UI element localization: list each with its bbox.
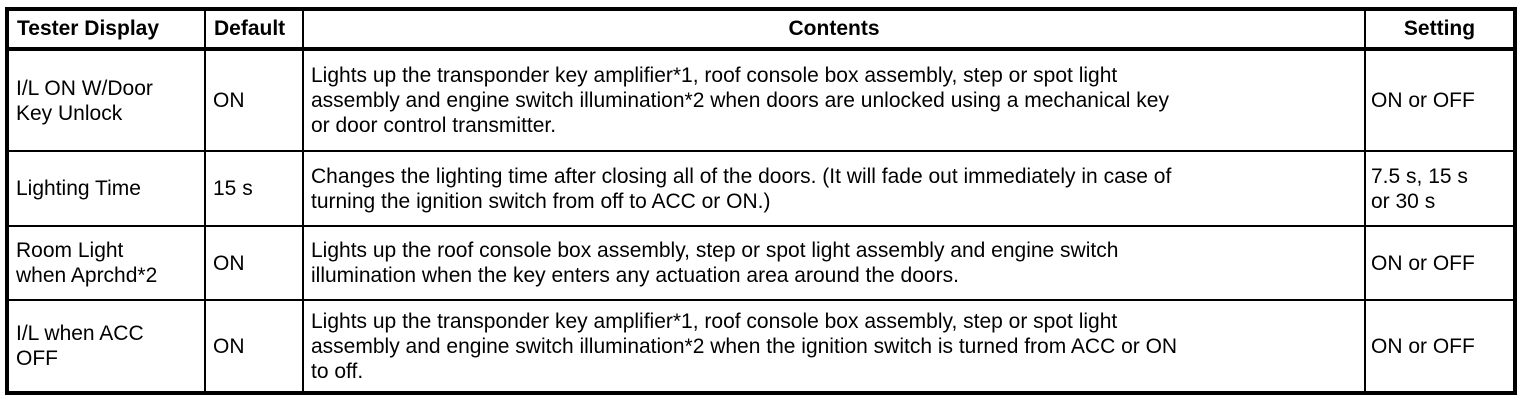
table-row: I/L when ACC OFF ON Lights up the transp…	[6, 299, 1516, 394]
cell-tester-display: Lighting Time	[6, 150, 206, 227]
table-row: Room Light when Aprchd*2 ON Lights up th…	[6, 225, 1516, 301]
table-row: Lighting Time 15 s Changes the lighting …	[6, 150, 1516, 227]
cell-contents: Lights up the transponder key amplifier*…	[302, 299, 1366, 394]
header-default: Default	[204, 8, 304, 51]
header-tester-display: Tester Display	[6, 8, 206, 51]
table-row: I/L ON W/Door Key Unlock ON Lights up th…	[6, 48, 1516, 152]
cell-contents: Lights up the transponder key amplifier*…	[302, 48, 1366, 152]
cell-tester-display: I/L ON W/Door Key Unlock	[6, 48, 206, 152]
cell-setting: ON or OFF	[1364, 48, 1516, 152]
cell-default: ON	[204, 48, 304, 152]
cell-default: 15 s	[204, 150, 304, 227]
cell-default: ON	[204, 299, 304, 394]
cell-setting: ON or OFF	[1364, 225, 1516, 301]
cell-default: ON	[204, 225, 304, 301]
cell-tester-display: Room Light when Aprchd*2	[6, 225, 206, 301]
cell-setting: 7.5 s, 15 s or 30 s	[1364, 150, 1516, 227]
header-row: Tester Display Default Contents Setting	[6, 8, 1516, 51]
cell-tester-display: I/L when ACC OFF	[6, 299, 206, 394]
tester-settings-table: Tester Display Default Contents Setting …	[5, 7, 1517, 395]
cell-contents: Changes the lighting time after closing …	[302, 150, 1366, 227]
cell-contents: Lights up the roof console box assembly,…	[302, 225, 1366, 301]
header-setting: Setting	[1364, 8, 1516, 51]
header-contents: Contents	[302, 8, 1366, 51]
cell-setting: ON or OFF	[1364, 299, 1516, 394]
